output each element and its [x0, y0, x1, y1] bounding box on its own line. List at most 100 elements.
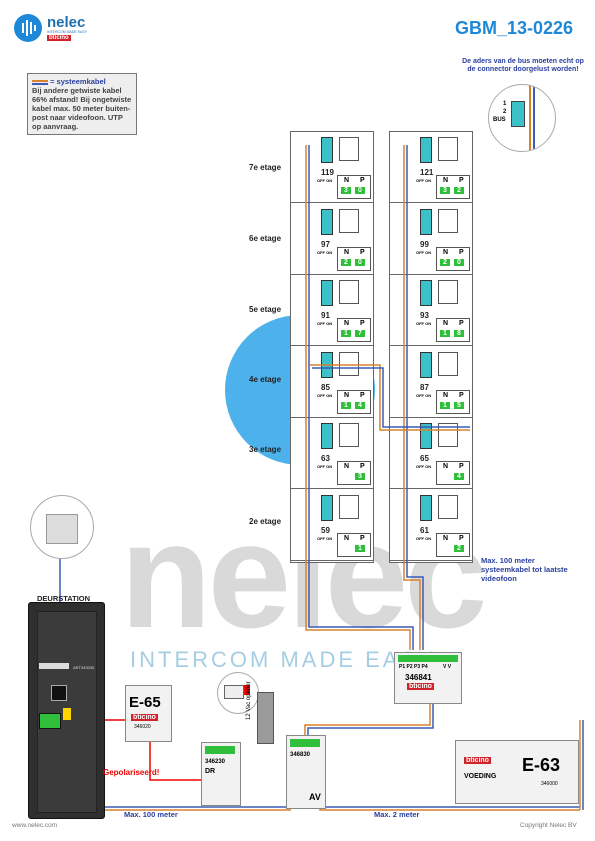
p-value: 5: [454, 401, 464, 409]
offon-label: OFF ON: [317, 464, 333, 469]
watermark-tagline: INTERCOM MADE EASY: [130, 647, 436, 672]
door-camera: [51, 685, 67, 701]
n-value: 3: [341, 187, 351, 194]
unit-number: 99: [420, 239, 429, 249]
offon-label: OFF ON: [317, 535, 333, 541]
floor-label: 5e etage: [249, 305, 282, 314]
terminal-block: [420, 280, 432, 306]
videophone-icon: [438, 280, 458, 304]
av-label: AV: [309, 792, 321, 802]
floor-label: 7e etage: [249, 163, 282, 172]
door-station-model: ART343030: [73, 665, 95, 670]
opener-detail: [217, 672, 259, 714]
floor-label: 4e etage: [249, 375, 282, 384]
footer-copyright: Copyright Nelec BV: [520, 822, 577, 829]
unit-number: 97: [321, 239, 330, 249]
e63-label: VOEDING: [464, 773, 497, 780]
e65-brand: bticino: [131, 714, 158, 721]
bus-label-2: 2: [503, 109, 507, 115]
terminal-block: [321, 494, 333, 521]
terminal-block: [321, 137, 333, 163]
n-value: 1: [440, 401, 450, 409]
cable-note: = systeemkabel Bij andere getwiste kabel…: [27, 73, 137, 135]
splitter-brand: bticino: [407, 683, 434, 690]
logo-icon: [14, 14, 42, 42]
av-code: 346830: [290, 752, 311, 758]
bus-label-1: 1: [503, 101, 507, 107]
button-detail: [30, 495, 94, 559]
p-value: 8: [454, 330, 464, 337]
p-value: 2: [454, 187, 464, 194]
offon-label: OFF ON: [317, 249, 333, 255]
unit-number: 65: [420, 454, 429, 463]
n-value: 3: [440, 187, 450, 194]
right-unit-column: [389, 131, 473, 563]
e63-code: 346000: [541, 781, 558, 787]
max100-video-note: Max. 100 meter systeemkabel tot laatste …: [481, 556, 568, 583]
offon-label: OFF ON: [416, 464, 432, 469]
terminal-block: [321, 208, 333, 235]
unit-number: 91: [321, 311, 330, 320]
footer-website: www.nelec.com: [12, 822, 58, 829]
unit-number: 63: [321, 454, 330, 463]
left-unit-column: [290, 131, 374, 563]
p-value: 3: [355, 473, 365, 480]
videophone-icon: [438, 208, 458, 233]
dr-device: 346230 DR: [201, 742, 241, 806]
floor-label: 3e etage: [249, 445, 282, 454]
splitter-code: 346841: [405, 673, 432, 682]
bus-label-bus: BUS: [493, 117, 506, 123]
doc-code: GBM_13-0226: [455, 18, 574, 38]
brand-sub: bticino: [47, 35, 71, 41]
unit-number: 87: [420, 382, 429, 392]
brand-logo: nelec INTERCOM MADE EASY bticino: [14, 14, 104, 48]
n-value: 2: [341, 258, 351, 266]
opener-device: [257, 692, 274, 744]
p-value: 0: [454, 258, 464, 266]
p-value: 4: [454, 473, 464, 480]
videophone-icon: [438, 494, 458, 519]
brand-name: nelec: [47, 14, 86, 31]
e63-title: E-63: [522, 755, 561, 775]
av-device: 346830 AV: [286, 735, 326, 809]
opener-label: 12 Vac opener: [246, 681, 252, 720]
terminal-block: [420, 208, 432, 235]
n-value: 1: [440, 330, 450, 337]
p-value: 7: [355, 330, 365, 337]
max100-note: Max. 100 meter: [124, 810, 178, 819]
videophone-icon: [339, 280, 359, 304]
n-value: 1: [341, 330, 351, 337]
terminal-block: [321, 423, 333, 449]
door-station-label: DEURSTATION: [37, 594, 91, 603]
bus-note: De aders van de bus moeten echt op de co…: [462, 58, 584, 73]
videophone-icon: [339, 351, 359, 376]
p-value: 0: [355, 258, 365, 266]
unit-number: 59: [321, 525, 330, 535]
cable-legend: = systeemkabel: [32, 77, 132, 86]
terminal-block: [420, 494, 432, 521]
videophone-icon: [438, 351, 458, 376]
videophone-icon: [339, 137, 359, 161]
unit-number: 93: [420, 311, 429, 320]
e63-device: bticino E-63 VOEDING 346000: [455, 740, 579, 804]
splitter-ports: P1 P2 P3 P4: [399, 664, 428, 670]
floor-label: 2e etage: [249, 517, 282, 526]
e65-code: 346020: [134, 724, 151, 730]
unit-number: 121: [420, 168, 434, 177]
polarized-note: Gepolariseerd!: [103, 768, 160, 777]
cable-note-text: Bij andere getwiste kabel 66% afstand! B…: [32, 86, 132, 131]
unit-number: 85: [321, 382, 330, 392]
p-value: 1: [355, 544, 365, 552]
